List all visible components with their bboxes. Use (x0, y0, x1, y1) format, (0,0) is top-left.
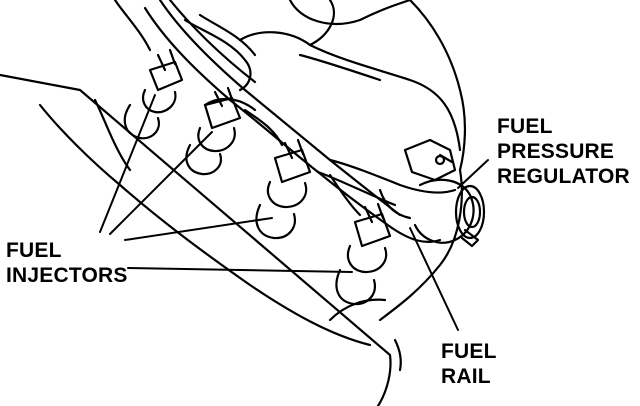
fuel-rail-label: FUEL RAIL (441, 339, 497, 389)
label-line: FUEL (441, 340, 497, 363)
leader-lines (99, 94, 489, 331)
label-line: RAIL (441, 365, 491, 388)
label-line: FUEL (497, 115, 553, 138)
wiring-harness (113, 0, 362, 217)
label-line: INJECTORS (6, 264, 128, 287)
fuel-injector (255, 138, 312, 240)
fuel-pressure-regulator-label: FUEL PRESSURE REGULATOR (497, 114, 630, 189)
label-line: FUEL (6, 239, 62, 262)
fuel-pressure-regulator (403, 138, 486, 248)
fuel-injector (185, 86, 242, 176)
fuel-injector (123, 48, 184, 140)
label-line: PRESSURE (497, 140, 615, 163)
engine-block (0, 73, 402, 406)
intake-manifold (203, 0, 466, 322)
fuel-injectors-label: FUEL INJECTORS (6, 238, 128, 288)
label-line: REGULATOR (497, 165, 630, 188)
fuel-rail (143, 0, 457, 244)
fuel-injector (335, 202, 392, 306)
